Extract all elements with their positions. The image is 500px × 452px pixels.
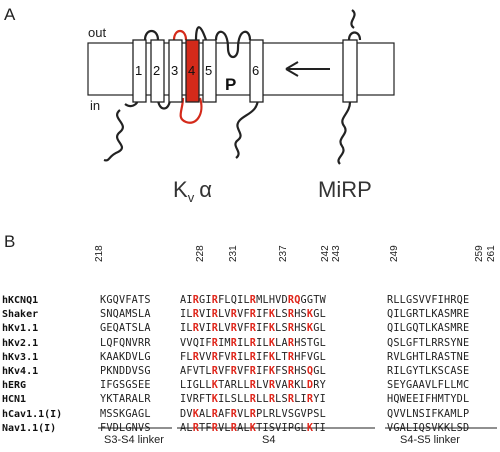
sequence-s4s5-linker: HQWEEIFHMTYDL — [387, 394, 470, 406]
sequence-name: hKv1.1 — [2, 323, 39, 335]
sequence-s4: DVKALRAFRVLRPLRLVSGVPSL — [180, 408, 326, 420]
s4-s5-linker — [179, 97, 203, 124]
sequence-name: hKv2.1 — [2, 337, 39, 349]
segment-s2-number: 2 — [153, 63, 160, 78]
sequence-s3s4-linker: SNQAMSLA — [100, 309, 151, 321]
s3-s4-loop — [172, 29, 188, 41]
segment-s2 — [150, 39, 165, 103]
position-218: 218 — [94, 245, 105, 262]
mirp-label: MiRP — [318, 177, 372, 202]
sequence-s4s5-linker: QILGQTLKASMRE — [387, 323, 470, 335]
sequence-name: Shaker — [2, 309, 39, 321]
sequence-name: hKv3.1 — [2, 351, 39, 363]
segment-s4-number: 4 — [188, 63, 195, 78]
in-label: in — [90, 98, 100, 113]
sequence-s3s4-linker: GEQATSLA — [100, 323, 151, 335]
sequence-s4: LIGLLKTARLLRLVRVARKLDRY — [180, 380, 326, 392]
sequence-s4s5-linker: RILGYTLKSCASE — [387, 366, 470, 377]
segment-s5-number: 5 — [205, 63, 212, 78]
position-231: 231 — [228, 245, 239, 262]
sequence-s3s4-linker: MSSKGAGL — [100, 408, 151, 420]
segment-s1 — [132, 39, 147, 103]
position-numbers: 218 228 231 237 242 243 249 259 261 — [94, 245, 497, 262]
out-label: out — [88, 25, 106, 40]
segment-s3 — [168, 39, 183, 103]
sequence-s4s5-linker: QVVLNSIFKAMLP — [387, 408, 470, 420]
segment-s1-number: 1 — [135, 63, 142, 78]
position-237: 237 — [278, 245, 289, 262]
sequence-s4: AIRGIRFLQILRMLHVDRQGGTW — [180, 295, 326, 306]
sequence-s3s4-linker: PKNDDVSG — [100, 366, 151, 377]
sequence-s3s4-linker: KGQVFATS — [100, 295, 151, 306]
position-259: 259 — [474, 245, 485, 262]
region-label-s3s4: S3-S4 linker — [104, 434, 164, 446]
panel-b-label: B — [4, 232, 15, 251]
pore-label: P — [225, 75, 236, 94]
mirp-membrane-box — [261, 42, 395, 96]
sequence-s4s5-linker: RLLGSVVFIHRQE — [387, 295, 470, 306]
sequence-s4: ILRVIRLVRVFRIFKLSRHSKGL — [180, 323, 326, 335]
mirp-n-term — [347, 31, 362, 41]
sequence-s4: AFVTLRVFRVFRIFKFSRHSQGL — [180, 366, 326, 377]
position-242: 242 — [320, 245, 331, 262]
sequence-name: hERG — [2, 380, 27, 392]
sequence-name: HCN1 — [2, 394, 27, 406]
pore-loop — [214, 30, 252, 59]
sequence-name: Nav1.1(I) — [2, 422, 57, 434]
segment-s6-number: 6 — [252, 63, 259, 78]
sequence-s3s4-linker: FVDLGNVS — [100, 422, 151, 434]
sequence-s4s5-linker: QSLGFTLRRSYNE — [387, 337, 470, 349]
sequence-s4: IVRFTKILSLLRLLRLSRLIRYI — [180, 394, 326, 406]
segment-s5 — [202, 39, 217, 103]
sequence-s4s5-linker: VGALIQSVKKLSD — [387, 422, 470, 434]
mirp-c-terminus — [337, 101, 352, 165]
position-243: 243 — [331, 245, 342, 262]
region-label-s4s5: S4-S5 linker — [400, 434, 460, 446]
sequence-s3s4-linker: KAAKDVLG — [100, 351, 151, 363]
region-label-s4: S4 — [262, 434, 276, 446]
mirp-extracellular-tail — [350, 9, 356, 29]
panel-a-label: A — [4, 5, 16, 24]
position-261: 261 — [486, 245, 497, 262]
s1-s2-loop — [143, 29, 160, 41]
s4-s5-top — [194, 26, 208, 41]
position-228: 228 — [195, 245, 206, 262]
n-terminus — [103, 109, 124, 162]
sequence-s4s5-linker: QILGRTLKASMRE — [387, 309, 470, 321]
sequence-s4: VVQIFRIMRILRILKLARHSTGL — [180, 337, 326, 349]
sequence-s3s4-linker: IFGSGSEE — [100, 380, 151, 392]
sequence-name: hKv4.1 — [2, 366, 39, 377]
arrow-left-icon — [285, 61, 299, 77]
sequence-s4: FLRVVRFVRILRIFKLTRHFVGL — [180, 351, 326, 363]
c-terminus — [234, 97, 260, 159]
sequence-name: hKCNQ1 — [2, 295, 39, 306]
segment-s6 — [249, 39, 264, 103]
mirp-segment — [342, 39, 358, 103]
sequence-s3s4-linker: YKTARALR — [100, 394, 151, 406]
sequence-s3s4-linker: LQFQNVRR — [100, 337, 151, 349]
sequence-s4: ALRTFRVLRALKTISVIPGLKTI — [180, 422, 326, 434]
segment-s4 — [185, 39, 200, 103]
sequence-name: hCav1.1(I) — [2, 408, 63, 420]
sequence-s4s5-linker: SEYGAAVLFLLMC — [387, 380, 470, 392]
sequence-s4s5-linker: RVLGHTLRASTNE — [387, 351, 470, 363]
segment-s3-number: 3 — [171, 63, 178, 78]
sequence-s4: ILRVIRLVRVFRIFKLSRHSKGL — [180, 309, 326, 321]
position-249: 249 — [389, 245, 400, 262]
